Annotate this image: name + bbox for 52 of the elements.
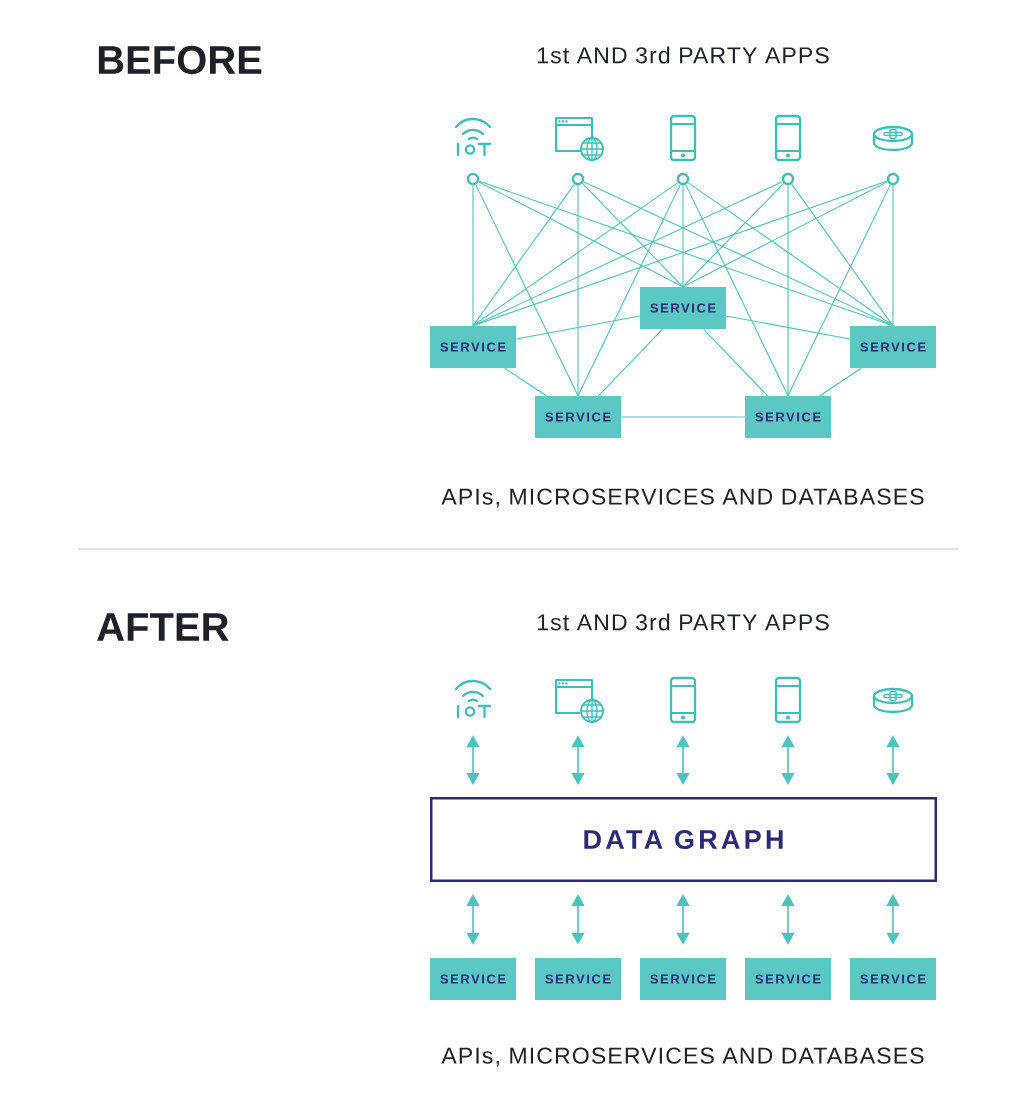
connection-point xyxy=(676,172,690,186)
service-box: SERVICE xyxy=(640,958,726,1000)
connection-point xyxy=(466,172,480,186)
service-box: SERVICE xyxy=(535,396,621,438)
service-box: SERVICE xyxy=(640,287,726,329)
data-graph-box: DATA GRAPH xyxy=(430,797,937,882)
section-label: 1st AND 3rd PARTY APPS xyxy=(538,613,829,631)
service-box: SERVICE xyxy=(535,958,621,1000)
connector-line xyxy=(577,184,579,397)
connection-point xyxy=(781,172,795,186)
service-box: SERVICE xyxy=(850,958,936,1000)
section-label: APIs, MICROSERVICES AND DATABASES xyxy=(441,1047,924,1067)
connector-line xyxy=(577,184,681,397)
connector-line xyxy=(687,182,894,327)
connector-line xyxy=(475,184,579,397)
connector-line xyxy=(472,181,783,327)
connector-line xyxy=(515,315,641,340)
connector-line xyxy=(682,184,684,288)
connector-line xyxy=(472,183,575,327)
connector-line xyxy=(478,181,684,288)
connector-line xyxy=(682,181,888,288)
service-box: SERVICE xyxy=(745,396,831,438)
section-label: APIs, MICROSERVICES AND DATABASES xyxy=(441,488,924,508)
connector-line xyxy=(787,184,789,397)
section-heading: AFTER xyxy=(97,613,229,641)
service-box: SERVICE xyxy=(745,958,831,1000)
service-box: SERVICE xyxy=(430,326,516,368)
connector-line xyxy=(597,328,664,397)
phone-icon xyxy=(669,676,697,724)
connector-line xyxy=(472,184,474,327)
connector-line xyxy=(682,182,785,288)
phone-icon xyxy=(774,676,802,724)
smart-speaker-icon xyxy=(872,687,914,714)
section-label: 1st AND 3rd PARTY APPS xyxy=(538,46,829,64)
browser-icon xyxy=(555,679,604,723)
connection-point xyxy=(886,172,900,186)
connector-line xyxy=(791,183,894,327)
connector-line xyxy=(685,184,789,397)
connector-line xyxy=(620,416,746,418)
service-box: SERVICE xyxy=(850,326,936,368)
connection-point xyxy=(571,172,585,186)
service-box: SERVICE xyxy=(430,958,516,1000)
connector-line xyxy=(892,184,894,327)
connector-line xyxy=(819,367,862,397)
connector-line xyxy=(472,182,679,327)
connector-line xyxy=(702,328,769,397)
connector-line xyxy=(725,315,851,340)
connector-line xyxy=(581,182,684,288)
section-heading: BEFORE xyxy=(98,45,262,75)
connector-line xyxy=(787,184,891,397)
iot-icon xyxy=(454,679,492,719)
connector-line xyxy=(504,367,547,397)
